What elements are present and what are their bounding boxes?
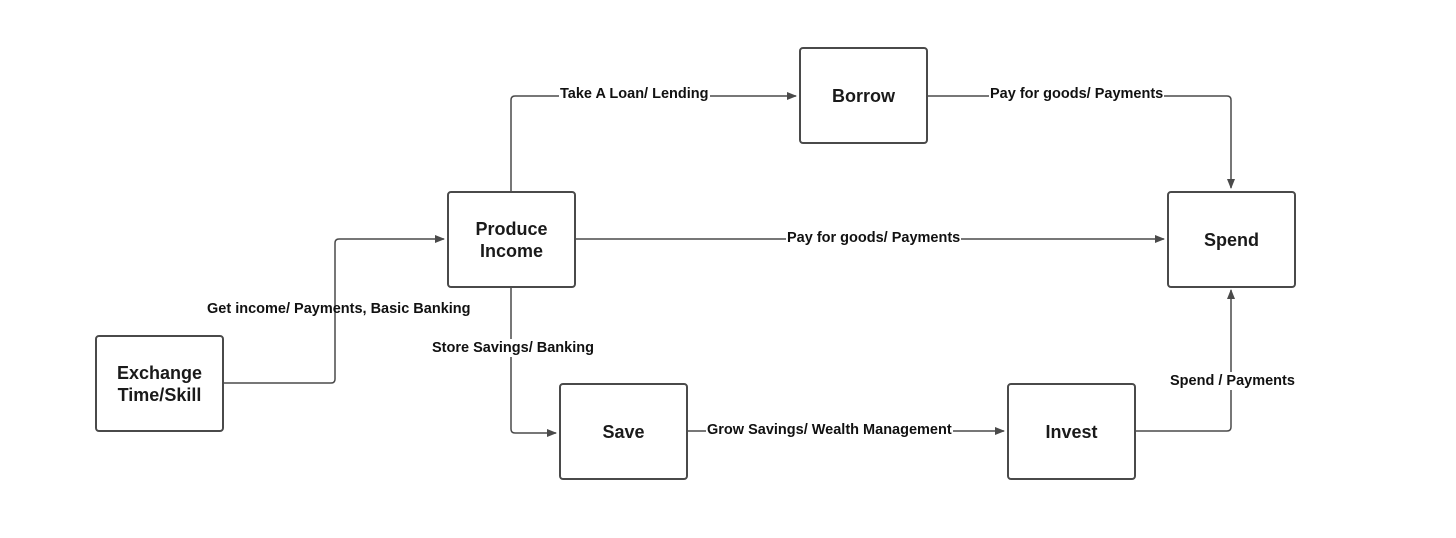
- label-grow-savings: Grow Savings/ Wealth Management: [706, 421, 953, 439]
- node-invest[interactable]: Invest: [1007, 383, 1136, 480]
- edge-produce-to-borrow: [510, 92, 797, 191]
- edge-invest-to-spend: [1136, 289, 1235, 432]
- node-spend[interactable]: Spend: [1167, 191, 1296, 288]
- label-spend-payments: Spend / Payments: [1169, 372, 1296, 390]
- node-produce-income[interactable]: Produce Income: [447, 191, 576, 288]
- edge-produce-to-save: [510, 288, 557, 437]
- label-produce-pay-for-goods: Pay for goods/ Payments: [786, 229, 962, 247]
- node-borrow[interactable]: Borrow: [799, 47, 928, 144]
- label-get-income: Get income/ Payments, Basic Banking: [207, 301, 471, 317]
- label-borrow-pay-for-goods: Pay for goods/ Payments: [989, 85, 1165, 103]
- node-save[interactable]: Save: [559, 383, 688, 480]
- edge-exchange-to-produce: [223, 235, 445, 384]
- node-exchange-time-skill[interactable]: Exchange Time/Skill: [95, 335, 224, 432]
- label-store-savings: Store Savings/ Banking: [431, 339, 595, 357]
- label-take-a-loan: Take A Loan/ Lending: [559, 85, 710, 103]
- edge-borrow-to-spend: [927, 95, 1235, 189]
